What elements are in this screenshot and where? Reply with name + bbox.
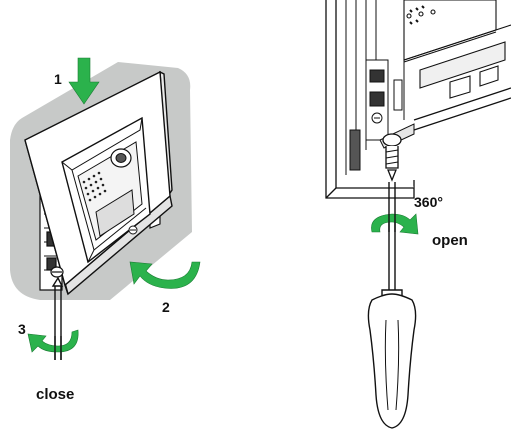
retaining-screw-right: [382, 133, 402, 182]
curved-arrow-icon: [129, 261, 201, 289]
step-3-label: 3: [18, 321, 26, 337]
retaining-screw-left: [50, 266, 64, 278]
right-figure: [325, 0, 511, 429]
open-label: open: [432, 232, 468, 249]
step-1-label: 1: [54, 71, 62, 87]
shaft-front-right: [388, 214, 396, 232]
shaft-front: [54, 336, 62, 360]
circuit-board: [403, 0, 511, 99]
left-figure: [10, 57, 201, 360]
screwdriver-large-icon: [367, 182, 417, 429]
step-2-label: 2: [162, 299, 170, 315]
speaker-grille: [82, 171, 107, 202]
intercom-module: [77, 141, 143, 241]
close-label: close: [36, 386, 75, 403]
arrow-down-icon: [68, 57, 100, 105]
rotation-label: 360°: [414, 194, 443, 210]
rotate-arrow-close-icon: [27, 329, 79, 353]
rotate-arrow-open-icon: [371, 213, 419, 235]
